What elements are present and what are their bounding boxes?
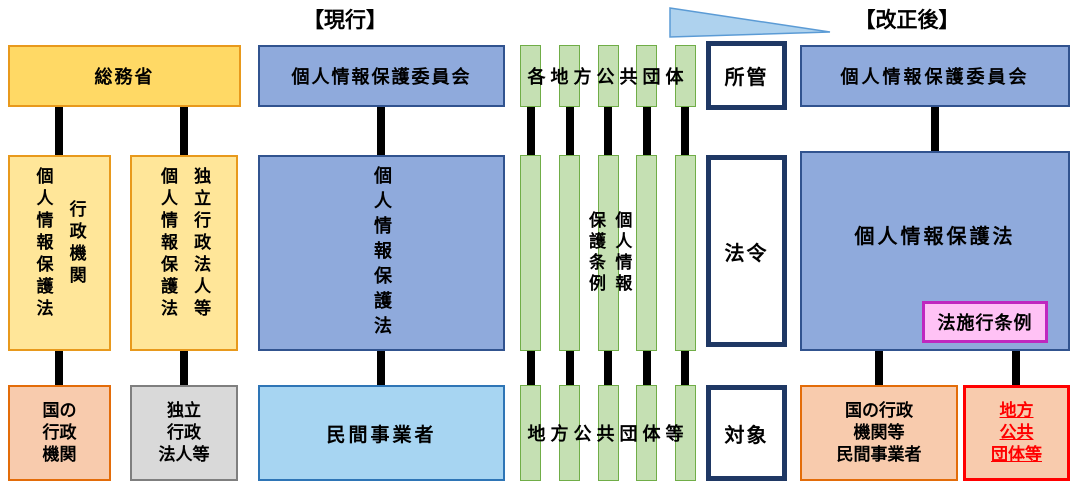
ppc-label-revised: 個人情報保護委員会 <box>840 67 1030 87</box>
ppc-label-current: 個人情報保護委員会 <box>291 67 472 87</box>
private-businesses-label: 民間事業者 <box>326 424 437 446</box>
connector-line <box>604 107 612 155</box>
connector-line <box>643 107 651 155</box>
connector-line <box>566 107 574 155</box>
revised-title: 【改正後】 <box>854 9 960 32</box>
local-governments-label: 各地方公共団体 <box>527 67 689 87</box>
local-gov-stripe <box>598 155 619 351</box>
local-gov-stripe <box>559 385 580 481</box>
national-admin-organs-box: 国の 行政 機関 <box>8 385 111 481</box>
connector-line <box>55 351 63 385</box>
connector-line <box>604 351 612 385</box>
connector-line <box>566 351 574 385</box>
connector-line <box>55 107 63 155</box>
law-label-box: 法令 <box>706 155 787 347</box>
local-entities-revised-label: 地方 公共 団体等 <box>991 400 1042 465</box>
admin-organs-law-box: 行政機関 個人情報保護法 <box>8 155 111 351</box>
private-businesses-box: 民間事業者 <box>258 385 505 481</box>
connector-line <box>1012 351 1020 385</box>
ppc-box-current: 個人情報保護委員会 <box>258 45 505 107</box>
ministry-label: 総務省 <box>94 67 155 87</box>
local-gov-stripe <box>636 385 657 481</box>
local-gov-stripe <box>636 45 657 107</box>
national-organs-private-label: 国の行政 機関等 民間事業者 <box>836 400 922 465</box>
local-gov-stripe <box>520 155 541 351</box>
local-gov-stripe <box>598 385 619 481</box>
personal-info-law-box-revised: 個人情報保護法 法施行条例 <box>800 151 1070 351</box>
local-gov-stripe <box>520 385 541 481</box>
connector-line <box>180 107 188 155</box>
independent-agencies-label: 独立 行政 法人等 <box>158 400 210 465</box>
local-entities-revised-box: 地方 公共 団体等 <box>963 385 1070 481</box>
ministry-box: 総務省 <box>8 45 241 107</box>
connector-line <box>681 351 689 385</box>
local-entities-label: 地方公共団体等 <box>527 424 689 444</box>
personal-info-law-label-revised: 個人情報保護法 <box>854 225 1016 248</box>
connector-line <box>377 351 385 385</box>
connector-line <box>875 351 883 385</box>
independent-agencies-law-box: 独立行政法人等 個人情報保護法 <box>130 155 238 351</box>
local-ordinance-label-wrap: 個人情報 保護条例 <box>520 155 696 351</box>
local-gov-stripe <box>520 45 541 107</box>
local-gov-stripe <box>559 155 580 351</box>
current-title: 【現行】 <box>303 9 387 32</box>
national-admin-organs-label: 国の 行政 機関 <box>42 400 77 465</box>
independent-agencies-box: 独立 行政 法人等 <box>130 385 238 481</box>
connector-line <box>931 107 939 151</box>
enforcement-ordinance-label: 法施行条例 <box>937 313 1033 333</box>
local-gov-stripe <box>559 45 580 107</box>
local-gov-stripe <box>675 385 696 481</box>
law-label: 法令 <box>724 242 769 265</box>
subject-label-box: 対象 <box>706 385 787 481</box>
subject-label: 対象 <box>724 424 769 447</box>
personal-info-law-label-current: 個人情報保護法 <box>372 165 392 341</box>
admin-organs-law-label: 行政機関 個人情報保護法 <box>33 167 86 321</box>
local-gov-stripe <box>636 155 657 351</box>
local-gov-stripe <box>675 45 696 107</box>
local-gov-stripe <box>675 155 696 351</box>
jurisdiction-label-box: 所管 <box>706 41 787 110</box>
jurisdiction-label: 所管 <box>724 67 769 89</box>
enforcement-ordinance-box: 法施行条例 <box>922 301 1048 343</box>
local-ordinance-label: 個人情報 保護条例 <box>586 211 632 295</box>
local-gov-stripe <box>598 45 619 107</box>
independent-agencies-law-label: 独立行政法人等 個人情報保護法 <box>158 167 211 321</box>
transition-arrow-icon <box>669 7 831 38</box>
connector-line <box>377 107 385 155</box>
connector-line <box>180 351 188 385</box>
connector-line <box>527 351 535 385</box>
personal-info-law-box-current: 個人情報保護法 <box>258 155 505 351</box>
connector-line <box>527 107 535 155</box>
connector-line <box>643 351 651 385</box>
ppc-box-revised: 個人情報保護委員会 <box>800 45 1070 107</box>
connector-line <box>681 107 689 155</box>
national-organs-private-box: 国の行政 機関等 民間事業者 <box>800 385 958 481</box>
